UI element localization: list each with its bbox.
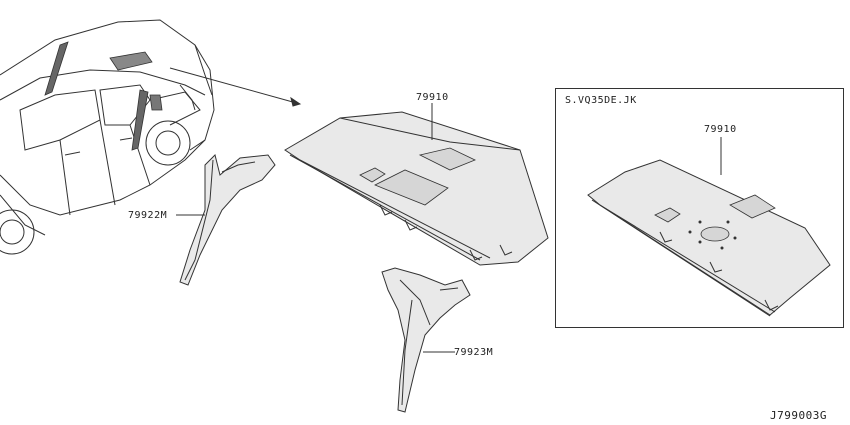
label-inset-variant: S.VQ35DE.JK bbox=[565, 95, 637, 106]
label-79910-main: 79910 bbox=[416, 92, 449, 103]
label-79910-inset: 79910 bbox=[704, 124, 737, 135]
variant-inset-frame bbox=[555, 88, 844, 328]
car-illustration bbox=[0, 19, 302, 255]
diagram-code: J799003G bbox=[770, 409, 827, 422]
label-79922m: 79922M bbox=[128, 210, 168, 221]
label-79923m: 79923M bbox=[454, 347, 494, 358]
pillar-trim-79922m bbox=[178, 154, 276, 286]
parcel-shelf-inset bbox=[587, 137, 831, 317]
pillar-trim-79923m bbox=[381, 267, 471, 413]
parcel-shelf-main bbox=[284, 103, 549, 266]
